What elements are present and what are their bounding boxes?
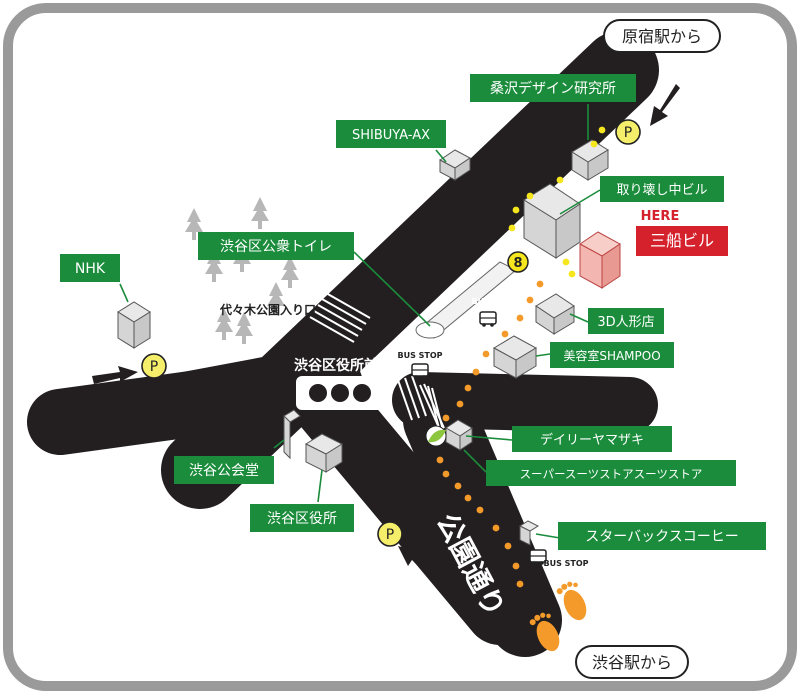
bus-stops: BUS STOP BUS STOP BUS STOP [397,297,588,568]
label-shampoo: 美容室SHAMPOO [563,348,660,363]
exit-8-marker: 8 出口 [507,251,531,287]
here-label: HERE [641,209,680,224]
label-starbucks: スターバックスコーヒー [585,529,738,545]
svg-text:P: P [150,359,158,375]
roads [27,31,659,657]
parking-icon: P [377,521,403,547]
arrow-icon [650,84,680,126]
exit-number: 8 [513,256,522,271]
buildings [117,139,621,546]
station-harajuku: 原宿駅から [603,19,721,53]
bus-icon [479,311,497,328]
label-nhk: NHK [75,261,106,277]
arrow-icon [92,366,138,384]
label-yoyogi-entrance: 代々木公園入り口 [219,302,316,317]
label-kuwasawa: 桑沢デザイン研究所 [490,80,616,97]
svg-text:P: P [624,125,632,141]
label-ward-office: 渋谷区役所 [267,511,337,527]
parking-markers: P P P [92,84,680,578]
label-kokaido: 渋谷公会堂 [189,463,259,479]
station-harajuku-label: 原宿駅から [622,27,702,46]
label-demolition: 取り壊し中ビル [616,183,707,198]
bus-stop-label: BUS STOP [397,351,442,360]
daily-yamazaki-logo [425,425,447,447]
map-frame [3,3,797,691]
bus-icon [411,363,429,380]
label-target: 三船ビル [650,231,714,250]
label-ward-office-front: 渋谷区役所前 [294,357,378,374]
leader-lines [119,104,601,539]
label-daily: デイリーヤマザキ [540,432,644,448]
parking-icon: P [141,353,167,379]
station-shibuya: 渋谷駅から [575,645,689,679]
arrow-icon [398,546,436,578]
station-shibuya-label: 渋谷駅から [592,653,672,672]
label-suits: スーパースーツストアスーツストア [520,467,703,481]
place-labels: 桑沢デザイン研究所 SHIBUYA-AX 取り壊し中ビル HERE 三船ビル 渋… [60,74,766,550]
bus-stop-label: BUS STOP [543,559,588,568]
traffic-light-icon [296,376,384,410]
label-shibuya-ax: SHIBUYA-AX [352,128,430,143]
label-toilet: 渋谷区公衆トイレ [220,239,332,255]
exit-label: 出口 [509,273,531,287]
parking-icon: P [615,119,641,145]
label-ningyo: 3D人形店 [597,315,654,330]
crosswalks [309,292,445,435]
target-building [579,231,621,289]
svg-text:P: P [386,527,394,543]
bus-stop-label: BUS STOP [471,297,516,306]
walking-route-dots [436,126,606,588]
